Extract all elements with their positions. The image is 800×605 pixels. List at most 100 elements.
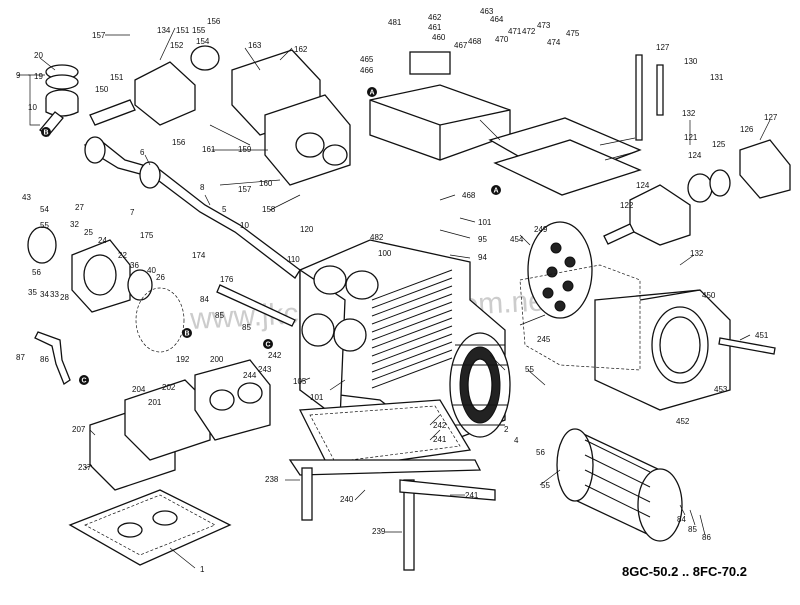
part-label: 125 — [712, 140, 726, 149]
terminal-cover — [488, 117, 642, 196]
part-label: 451 — [755, 331, 769, 340]
part-label: 242 — [433, 421, 447, 430]
part-label: 54 — [40, 205, 49, 214]
part-label: 241 — [465, 491, 479, 500]
oil-pump — [27, 226, 153, 313]
part-label: 35 — [28, 288, 37, 297]
part-label: 84 — [200, 295, 209, 304]
part-label: 204 — [132, 385, 146, 394]
part-label: 157 — [238, 185, 252, 194]
part-label: 468 — [462, 191, 476, 200]
crankshaft — [83, 136, 301, 279]
part-label: 20 — [34, 51, 43, 60]
part-label: 132 — [690, 249, 704, 258]
terminal-plate — [527, 221, 593, 319]
part-label: 152 — [170, 41, 184, 50]
part-label: 161 — [202, 145, 216, 154]
rotor-sleeve — [556, 428, 683, 542]
part-label: 452 — [676, 417, 690, 426]
part-label: 86 — [702, 533, 711, 542]
part-label: 158 — [262, 205, 276, 214]
part-label: 56 — [32, 268, 41, 277]
terminal-box — [369, 51, 511, 161]
part-label: 22 — [118, 251, 127, 260]
part-label: 27 — [75, 203, 84, 212]
part-label: 28 — [60, 293, 69, 302]
part-label: 176 — [220, 275, 234, 284]
part-label: 25 — [84, 228, 93, 237]
part-label: 131 — [710, 73, 724, 82]
part-label: 33 — [50, 290, 59, 299]
part-label: 249 — [534, 225, 548, 234]
motor-stator — [449, 332, 511, 438]
part-label: 100 — [378, 249, 392, 258]
suction-valve — [603, 139, 791, 246]
part-label: 201 — [148, 398, 162, 407]
part-label: 237 — [78, 463, 92, 472]
part-label: 472 — [522, 27, 536, 36]
part-label: 470 — [495, 35, 509, 44]
part-label: 175 — [140, 231, 154, 240]
part-label: 200 — [210, 355, 224, 364]
part-label: 474 — [547, 38, 561, 47]
part-label: 468 — [468, 37, 482, 46]
part-label: 244 — [243, 371, 257, 380]
terminal-box-gasket — [519, 264, 641, 371]
part-label: 95 — [478, 235, 487, 244]
model-designation: 8GC-50.2 .. 8FC-70.2 — [622, 564, 747, 579]
part-label: 243 — [258, 365, 272, 374]
motor-end-cover — [594, 289, 731, 411]
part-label: 6 — [140, 148, 145, 157]
part-label: 162 — [294, 45, 308, 54]
part-label: 132 — [682, 109, 696, 118]
bolts — [34, 54, 776, 385]
part-label: 163 — [248, 41, 262, 50]
part-label: 85 — [688, 525, 697, 534]
crankcase-body — [299, 239, 511, 446]
part-label: 174 — [192, 251, 206, 260]
part-label: 43 — [22, 193, 31, 202]
part-label: 84 — [677, 515, 686, 524]
gasket-set — [68, 489, 232, 566]
part-label: 238 — [265, 475, 279, 484]
part-label: 192 — [176, 355, 190, 364]
part-label: 2 — [504, 425, 509, 434]
part-label: 127 — [656, 43, 670, 52]
part-label: 26 — [156, 273, 165, 282]
part-label: 130 — [684, 57, 698, 66]
leader-lines — [18, 27, 771, 569]
part-label: 127 — [764, 113, 778, 122]
part-label: 157 — [92, 31, 106, 40]
part-label: 55 — [40, 221, 49, 230]
svg-text:B: B — [44, 130, 49, 137]
part-label: 7 — [130, 208, 135, 217]
mounting-hardware — [288, 459, 496, 571]
part-label: 454 — [510, 235, 524, 244]
part-label: 202 — [162, 383, 176, 392]
part-labels: 20 19 9 10 157 134 151 155 156 152 154 1… — [16, 7, 778, 574]
part-label: 55 — [541, 481, 550, 490]
part-label: 245 — [537, 335, 551, 344]
part-label: 475 — [566, 29, 580, 38]
part-label: 19 — [34, 72, 43, 81]
part-label: 87 — [16, 353, 25, 362]
part-label: 124 — [636, 181, 650, 190]
part-label: 110 — [287, 255, 300, 264]
part-label: 464 — [490, 15, 504, 24]
part-label: 126 — [740, 125, 754, 134]
part-label: 481 — [388, 18, 402, 27]
part-label: 151 — [176, 26, 190, 35]
cylinder-head-lower — [89, 359, 271, 491]
part-label: 241 — [433, 435, 447, 444]
cylinder-head-upper — [231, 49, 351, 186]
part-label: 473 — [537, 21, 551, 30]
part-label: 122 — [620, 201, 634, 210]
oil-pan — [298, 399, 472, 471]
part-label: 467 — [454, 41, 468, 50]
part-label: 134 — [157, 26, 171, 35]
part-label: 24 — [98, 236, 107, 245]
part-label: 239 — [372, 527, 386, 536]
part-label: 9 — [16, 71, 21, 80]
part-label: 151 — [110, 73, 124, 82]
